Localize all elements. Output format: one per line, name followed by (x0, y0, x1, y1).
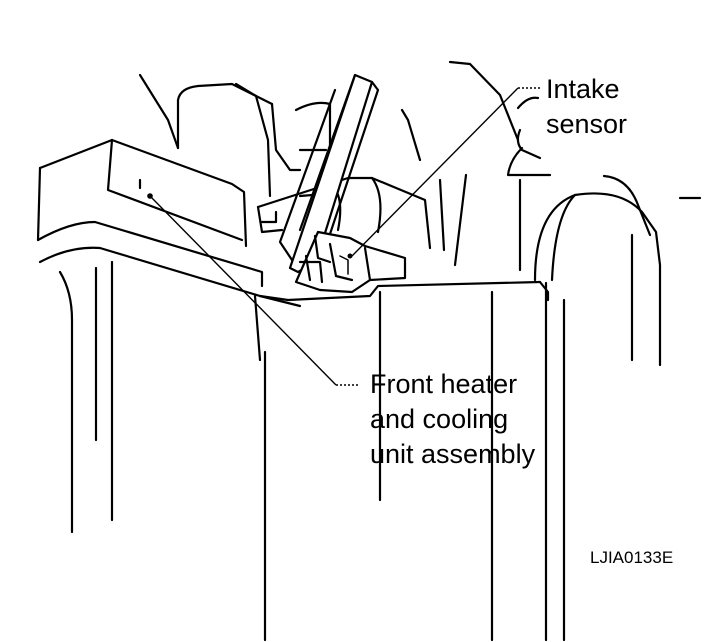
figure-code: LJIA0133E (590, 548, 674, 567)
leader-lines (147, 87, 540, 386)
intake-sensor-label-line-2: sensor (546, 109, 628, 139)
intake-sensor (294, 230, 407, 294)
front-heater-label-line-3: unit assembly (370, 439, 536, 469)
heater-unit-leader (149, 195, 337, 386)
front-heater-label-line-1: Front heater (370, 369, 518, 399)
front-heater-label-line-2: and cooling (370, 404, 509, 434)
heater-unit-housing (36, 138, 550, 642)
upper-background-structure (138, 60, 702, 272)
intake-sensor-leader (351, 87, 519, 257)
right-duct (533, 192, 662, 642)
intake-sensor-label-line-1: Intake (546, 74, 620, 104)
intake-sensor-label: Intake sensor (546, 72, 627, 142)
front-heater-label: Front heater and cooling unit assembly (370, 367, 535, 472)
